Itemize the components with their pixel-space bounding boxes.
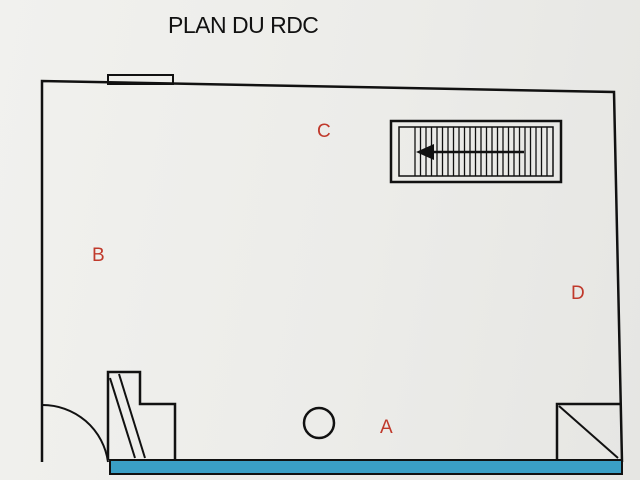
room-label-b: B xyxy=(92,245,105,266)
fixture-diagonal-2 xyxy=(118,373,146,459)
bottom-right-box xyxy=(555,402,620,460)
bottom-left-fixture xyxy=(106,370,177,460)
door-swing-arc xyxy=(41,403,109,463)
facade-band xyxy=(109,459,623,475)
staircase xyxy=(389,119,563,184)
room-label-d: D xyxy=(571,283,585,304)
stair-direction-arrow-head xyxy=(416,144,434,160)
fixture-outline xyxy=(106,370,177,460)
column-circle xyxy=(302,406,336,440)
staircase-outline xyxy=(389,119,563,184)
room-label-a: A xyxy=(380,417,393,438)
outer-walls xyxy=(40,79,624,463)
fixture-diagonal-1 xyxy=(109,377,136,459)
room-label-c: C xyxy=(317,121,331,142)
box-outline xyxy=(555,402,620,460)
box-diagonal xyxy=(558,405,619,459)
plan-title: PLAN DU RDC xyxy=(168,12,319,38)
